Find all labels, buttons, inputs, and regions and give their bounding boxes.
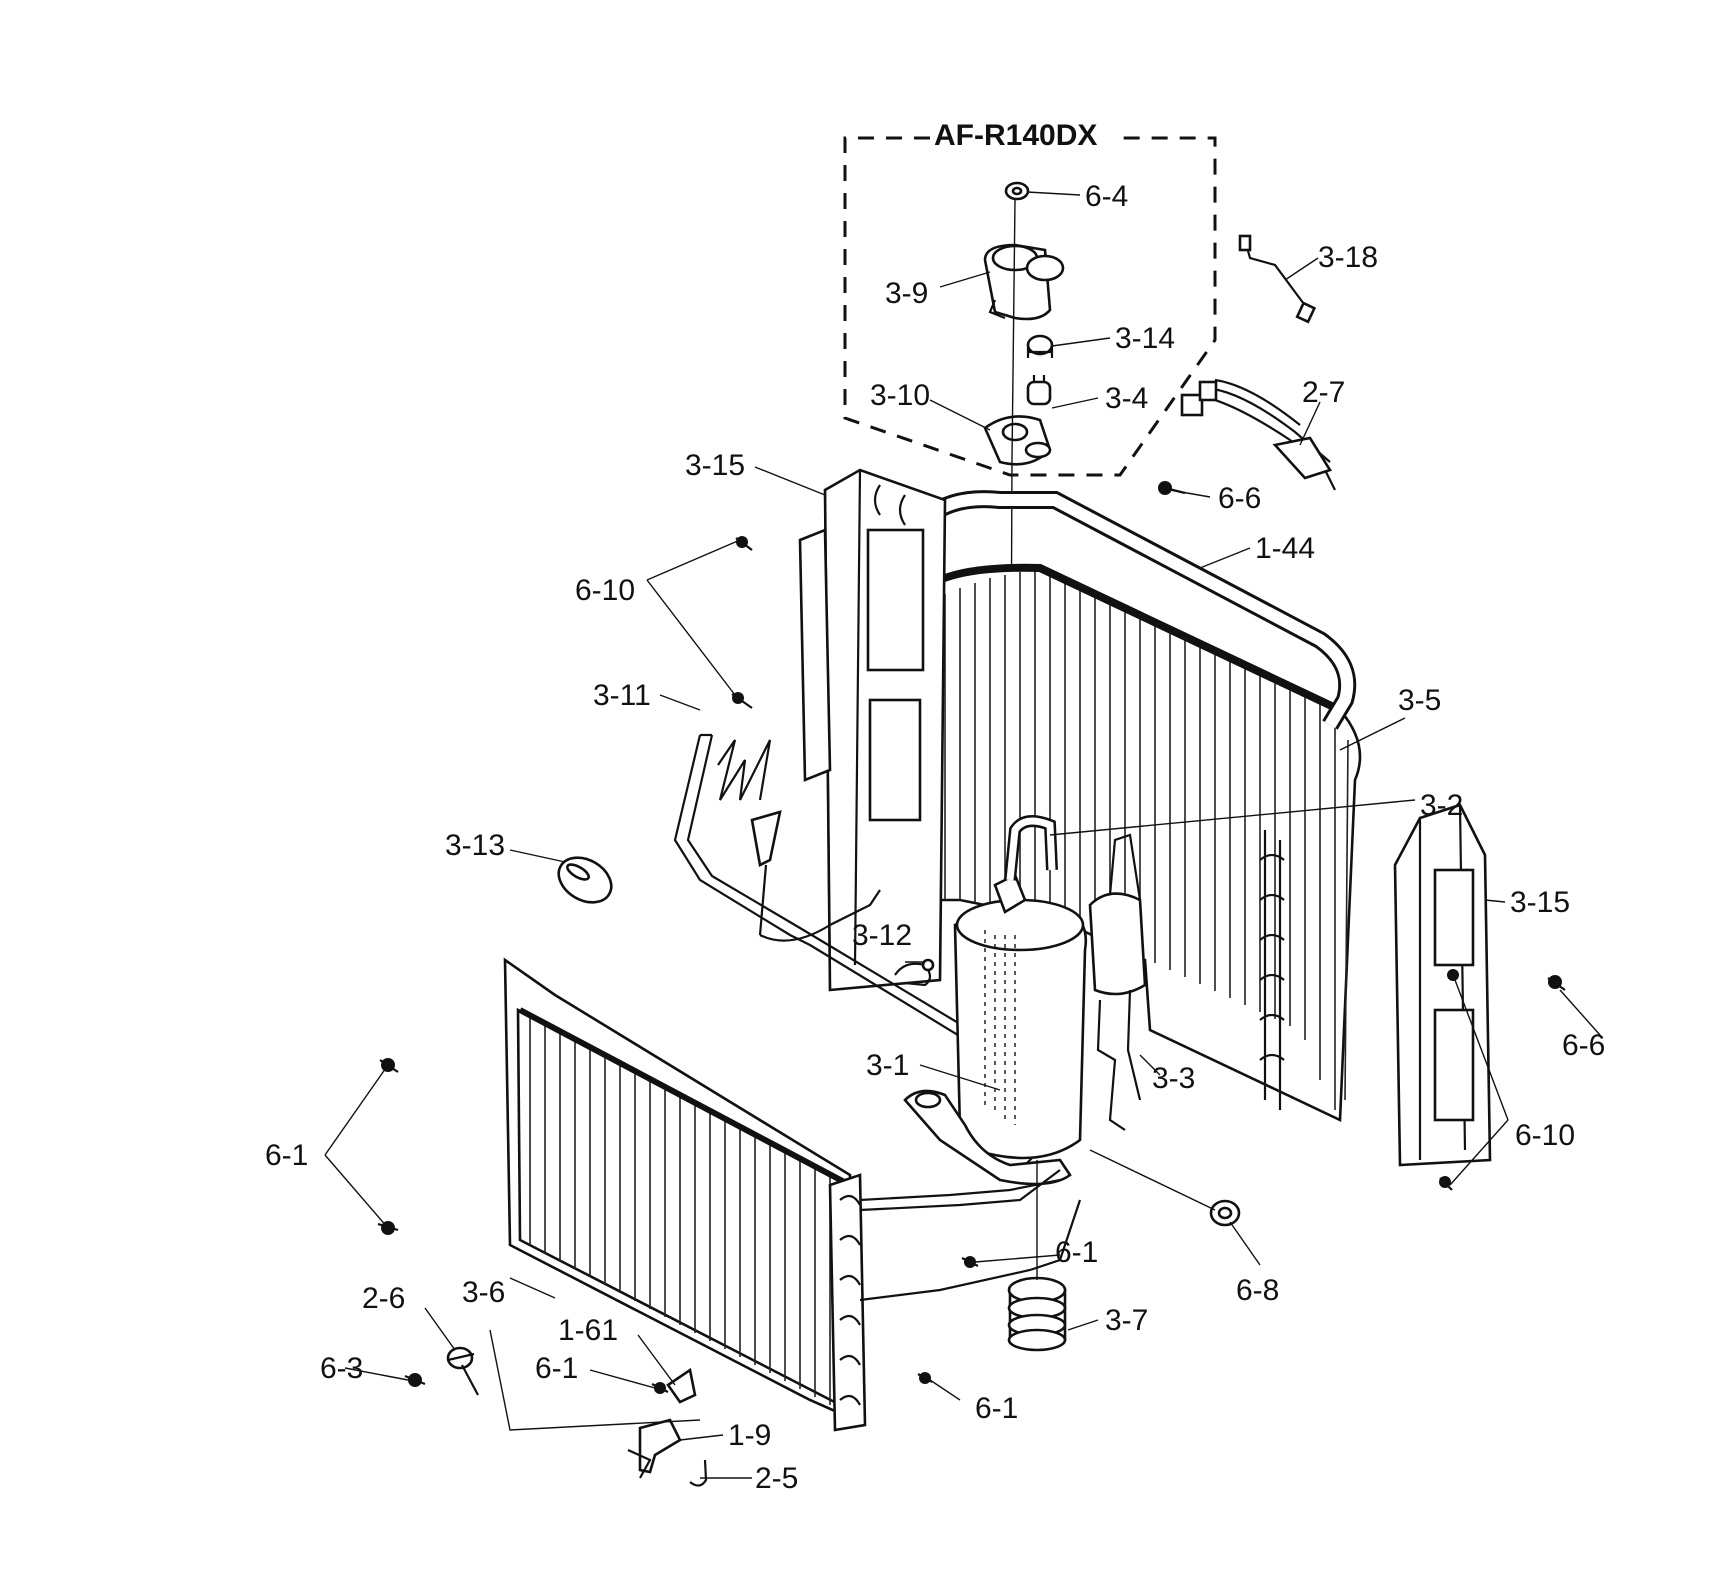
- part-3-6-condenser: [503, 957, 1082, 1432]
- screw-6-1-lower-left: [651, 1382, 669, 1394]
- part-6-8-nut: [1089, 1149, 1241, 1227]
- part-3-2-pipe: [1004, 815, 1058, 881]
- callout-6-8: 6-8: [1236, 1274, 1279, 1307]
- callout-3-2: 3-2: [1420, 789, 1463, 822]
- callout-3-3: 3-3: [1152, 1062, 1195, 1095]
- callout-3-11: 3-11: [593, 679, 651, 712]
- callout-3-15-left: 3-15: [685, 449, 745, 482]
- callout-3-7: 3-7: [1105, 1304, 1148, 1337]
- screw-6-10-right-b: [1439, 1176, 1453, 1191]
- callout-2-7: 2-7: [1302, 376, 1345, 409]
- model-label: AF-R140DX: [934, 119, 1097, 152]
- callout-1-9: 1-9: [728, 1419, 771, 1452]
- part-3-12-clip: [894, 958, 935, 987]
- callout-3-1: 3-1: [866, 1049, 909, 1082]
- callout-6-1-mid: 6-1: [1055, 1236, 1098, 1269]
- callout-1-44: 1-44: [1255, 532, 1315, 565]
- part-3-15-right-panel: [1393, 803, 1492, 1167]
- leader-lines: [324, 191, 1601, 1479]
- callout-6-1-lower-left: 6-1: [535, 1352, 578, 1385]
- callout-3-12: 3-12: [852, 919, 912, 952]
- part-1-61-fitting: [666, 1367, 697, 1404]
- callout-2-6: 2-6: [362, 1282, 405, 1315]
- part-2-7-harness: [1180, 378, 1336, 491]
- part-6-4-nut: [1004, 181, 1030, 201]
- part-2-5-clip: [689, 1459, 708, 1487]
- callout-6-1-bottom: 6-1: [975, 1392, 1018, 1425]
- callout-3-6: 3-6: [462, 1276, 505, 1309]
- callout-3-9: 3-9: [885, 277, 928, 310]
- callout-6-1-left: 6-1: [265, 1139, 308, 1172]
- callout-3-15-right: 3-15: [1510, 886, 1570, 919]
- part-1-9-fitting: [627, 1418, 682, 1479]
- callout-3-5: 3-5: [1398, 684, 1441, 717]
- screw-6-1-mid: [961, 1256, 979, 1268]
- part-3-18-wire: [1238, 234, 1317, 324]
- callout-3-4: 3-4: [1105, 382, 1148, 415]
- callout-6-10-left: 6-10: [575, 574, 635, 607]
- part-3-4-relay: [1026, 375, 1052, 406]
- screw-6-1-upper: [379, 1058, 399, 1073]
- callout-6-6-right: 6-6: [1562, 1029, 1605, 1062]
- part-2-6-bracket: [446, 1346, 479, 1396]
- screw-6-10-right-a: [1447, 969, 1459, 981]
- screw-6-6-right: [1547, 975, 1566, 991]
- callout-3-10: 3-10: [870, 379, 930, 412]
- model-group-box: AF-R140DX: [843, 119, 1217, 477]
- callout-3-13: 3-13: [445, 829, 505, 862]
- part-3-1-compressor: [903, 873, 1088, 1186]
- screw-6-6-top: [1158, 481, 1186, 495]
- callout-3-14: 3-14: [1115, 322, 1175, 355]
- screw-6-10-upper: [735, 536, 753, 551]
- part-3-3-accumulator: [1088, 833, 1147, 1131]
- callout-2-5: 2-5: [755, 1462, 798, 1495]
- part-3-9-capacitor: [983, 243, 1065, 321]
- callout-3-18: 3-18: [1318, 241, 1378, 274]
- callout-6-4: 6-4: [1085, 180, 1128, 213]
- callout-6-6-top: 6-6: [1218, 482, 1261, 515]
- callout-1-61: 1-61: [558, 1314, 618, 1347]
- part-3-15-left-panel: [798, 468, 947, 992]
- part-3-7-mount: [1007, 1160, 1067, 1352]
- screw-6-3: [404, 1373, 426, 1387]
- part-3-10-cover: [983, 415, 1052, 466]
- screw-6-1-bottom: [917, 1372, 933, 1384]
- part-3-14-spring: [1026, 334, 1054, 358]
- callout-6-3: 6-3: [320, 1352, 363, 1385]
- part-3-13-cap: [557, 856, 613, 904]
- callout-6-10-right: 6-10: [1515, 1119, 1575, 1152]
